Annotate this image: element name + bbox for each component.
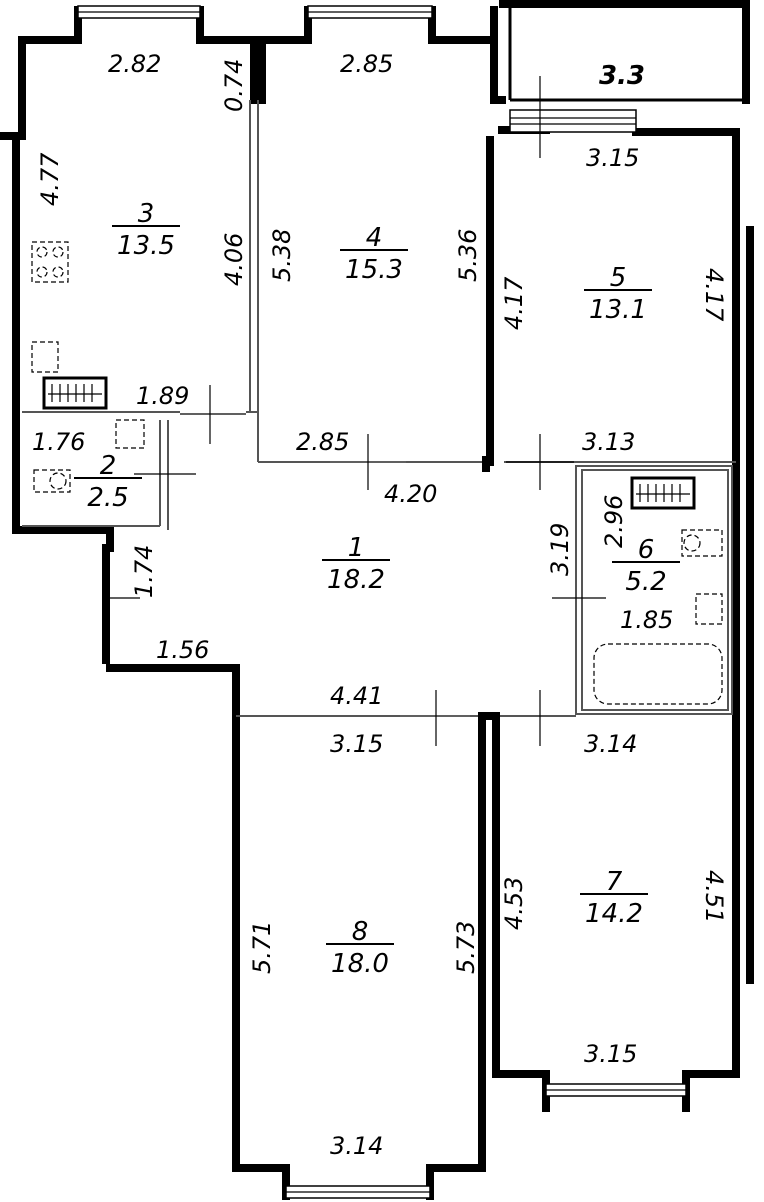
dim-hall-a: 4.20 xyxy=(384,480,437,508)
dim-r4-bottom: 2.85 xyxy=(296,428,349,456)
room-7-area: 14.2 xyxy=(585,899,643,929)
dim-hall-e: 4.41 xyxy=(330,682,383,710)
sink-icon-r6 xyxy=(695,593,723,625)
room-8-area: 18.0 xyxy=(331,949,389,979)
room-4-label: 415.3 xyxy=(340,223,408,285)
radiator-icon-bath xyxy=(630,476,696,510)
room-6-label: 65.2 xyxy=(612,535,680,597)
room-3-number: 3 xyxy=(138,199,155,229)
room-5-label: 513.1 xyxy=(584,263,652,325)
dim-r2-top: 1.89 xyxy=(136,382,189,410)
balcony-door xyxy=(509,109,637,133)
bathtub-icon xyxy=(593,643,723,705)
dim-r3-top: 2.82 xyxy=(108,50,161,78)
toilet-icon xyxy=(33,469,71,493)
washbasin-icon-r2 xyxy=(115,419,145,449)
dim-r3-nub: 0.74 xyxy=(220,59,248,112)
dim-r8-bottom: 3.14 xyxy=(330,1132,383,1160)
room-2-area: 2.5 xyxy=(87,483,128,513)
room-labels-list: 118.2 22.5 415.3 513.1 65.2 714.2 818.0 xyxy=(74,223,680,979)
dim-hall-c: 1.74 xyxy=(130,545,158,598)
dim-r7-bottom: 3.15 xyxy=(584,1040,637,1068)
room-1-number: 1 xyxy=(348,533,365,563)
room-1-label: 118.2 xyxy=(322,533,390,595)
room-2-label: 22.5 xyxy=(74,451,142,513)
dim-r4-left: 5.38 xyxy=(268,229,296,282)
room-7-number: 7 xyxy=(606,867,623,897)
room-6-area: 5.2 xyxy=(625,567,666,597)
balcony-area: 3.3 xyxy=(599,61,645,91)
dim-hall-b: 3.19 xyxy=(546,523,574,576)
dim-r2-left: 1.76 xyxy=(32,428,85,456)
dim-r5-bottom: 3.13 xyxy=(582,428,635,456)
washbasin-icon-r6 xyxy=(681,529,723,557)
room-5-area: 13.1 xyxy=(589,295,647,325)
dim-r4-top: 2.85 xyxy=(340,50,393,78)
room-4-number: 4 xyxy=(366,223,383,253)
dim-r6-left: 2.96 xyxy=(600,495,628,548)
partitions xyxy=(22,100,736,720)
room-1-area: 18.2 xyxy=(327,565,385,595)
room-2-number: 2 xyxy=(100,451,117,481)
dim-r7-left: 4.53 xyxy=(500,877,528,930)
room-7-label: 714.2 xyxy=(580,867,648,929)
dim-r7-top: 3.14 xyxy=(584,730,637,758)
dim-r4-right: 5.36 xyxy=(454,229,482,282)
dim-r5-right: 4.17 xyxy=(700,268,728,322)
fixtures xyxy=(31,241,723,705)
dim-r7-right: 4.51 xyxy=(700,870,728,923)
dim-r3-left: 4.77 xyxy=(36,152,64,206)
dim-r3-right: 4.06 xyxy=(220,233,248,286)
room-5-number: 5 xyxy=(610,263,627,293)
room-6-number: 6 xyxy=(638,535,655,565)
room-4-area: 15.3 xyxy=(345,255,403,285)
sink-icon xyxy=(31,341,59,373)
stove-icon xyxy=(31,241,69,283)
door-marks xyxy=(102,76,606,746)
dim-r8-left: 5.71 xyxy=(248,921,276,974)
room-3-area: 13.5 xyxy=(117,231,175,261)
dim-r6-bottom: 1.85 xyxy=(620,606,673,634)
room-3-label: 3 13.5 xyxy=(112,199,180,261)
room-8-label: 818.0 xyxy=(326,917,394,979)
room-labels: 3 13.5 xyxy=(112,199,180,261)
room-8-number: 8 xyxy=(352,917,369,947)
dim-hall-d: 1.56 xyxy=(156,636,209,664)
dim-r5-top: 3.15 xyxy=(586,144,639,172)
windows xyxy=(77,5,687,1199)
dim-r5-left: 4.17 xyxy=(500,276,528,330)
radiator-icon xyxy=(42,376,108,410)
dim-r8-right: 5.73 xyxy=(452,921,480,974)
dim-r8-top: 3.15 xyxy=(330,730,383,758)
dimensions: 2.82 0.74 4.77 4.06 2.85 5.38 5.36 2.85 … xyxy=(32,50,728,1160)
